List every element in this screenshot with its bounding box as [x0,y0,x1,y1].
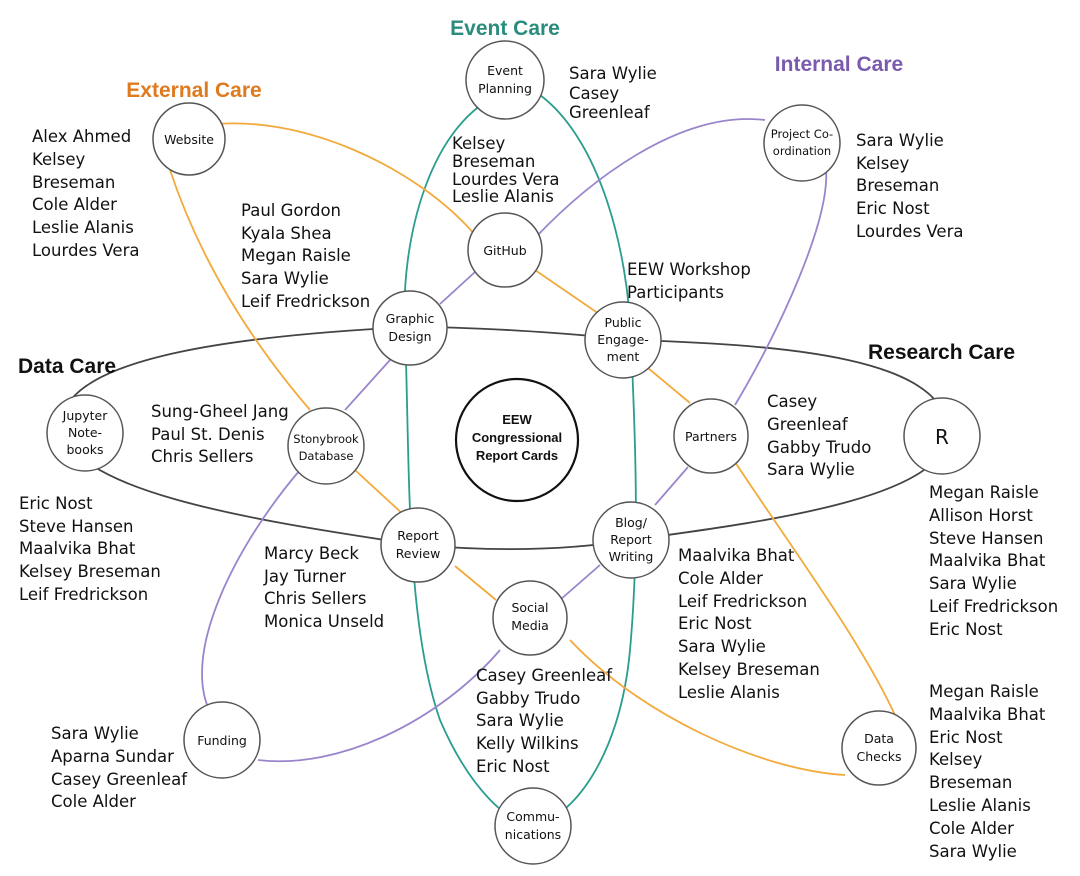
category-external-care: External Care [126,79,261,102]
node-jupyter-notebooks[interactable]: Jupyter Note- books [46,394,124,472]
svg-text:Review: Review [396,546,441,561]
people-data-checks: Megan Raisle Maalvika Bhat Eric Nost Kel… [929,682,1051,861]
svg-text:nications: nications [505,827,561,842]
node-funding[interactable]: Funding [183,701,261,779]
node-social-media[interactable]: Social Media [492,580,568,656]
center-line-2: Congressional [472,430,562,445]
node-data-checks[interactable]: Data Checks [841,710,917,786]
svg-text:Checks: Checks [857,749,902,764]
center-line-1: EEW [502,412,532,427]
svg-text:Partners: Partners [685,429,737,444]
internal-orbit [201,118,828,763]
nodes: Event Planning Website Project Co- ordin… [46,40,981,865]
center-node: EEW Congressional Report Cards [454,377,580,503]
svg-text:Note-: Note- [68,425,102,440]
svg-text:Planning: Planning [478,81,532,96]
people-project-coordination: Sara Wylie Kelsey Breseman Eric Nost Lou… [856,131,963,241]
svg-text:books: books [67,442,104,457]
category-titles: Event Care Internal Care External Care D… [18,17,1015,378]
node-github[interactable]: GitHub [467,212,543,288]
svg-text:Design: Design [388,329,431,344]
node-project-coordination[interactable]: Project Co- ordination [763,104,841,182]
people-partners: Casey Greenleaf Gabby Trudo Sara Wylie [767,392,877,479]
people-funding: Sara Wylie Aparna Sundar Casey Greenleaf… [51,724,192,811]
people-public-engagement: EEW Workshop Participants [627,260,756,302]
people-report-review: Marcy Beck Jay Turner Chris Sellers Moni… [263,544,384,631]
people-event-planning: Sara Wylie Casey Greenleaf [569,64,662,122]
node-blog-report-writing[interactable]: Blog/ Report Writing [592,501,670,579]
node-partners[interactable]: Partners [673,398,749,474]
people-graphic-design: Paul Gordon Kyala Shea Megan Raisle Sara… [241,201,370,311]
svg-text:Report: Report [397,528,439,543]
svg-text:ordination: ordination [773,144,831,158]
node-communications[interactable]: Commu- nications [494,787,572,865]
svg-text:Blog/: Blog/ [615,515,648,530]
svg-text:Event: Event [487,63,523,78]
category-research-care: Research Care [868,341,1015,364]
svg-text:ment: ment [607,349,640,364]
node-graphic-design[interactable]: Graphic Design [372,290,448,366]
svg-text:Stonybrook: Stonybrook [293,432,359,446]
svg-text:Database: Database [299,449,354,463]
node-stonybrook-database[interactable]: Stonybrook Database [287,407,365,485]
people-jupyter: Eric Nost Steve Hansen Maalvika Bhat Kel… [19,494,166,604]
node-event-planning[interactable]: Event Planning [465,40,545,120]
svg-text:R: R [935,425,949,449]
svg-text:Jupyter: Jupyter [62,408,109,423]
node-report-review[interactable]: Report Review [380,507,456,583]
svg-text:Public: Public [605,315,642,330]
category-event-care: Event Care [450,17,560,40]
center-line-3: Report Cards [476,448,558,463]
svg-text:Writing: Writing [609,549,654,564]
svg-text:Project Co-: Project Co- [771,127,833,141]
svg-text:Report: Report [610,532,652,547]
category-data-care: Data Care [18,355,116,378]
people-blog: Maalvika Bhat Cole Alder Leif Fredrickso… [678,546,825,702]
people-website: Alex Ahmed Kelsey Breseman Cole Alder Le… [32,127,139,260]
node-r[interactable]: R [903,397,981,475]
people-lists: Sara Wylie Casey Greenleaf Kelsey Bresem… [19,64,1063,861]
svg-text:GitHub: GitHub [483,243,526,258]
people-event-team: Kelsey Breseman Lourdes Vera Leslie Alan… [452,134,565,206]
svg-text:Data: Data [864,731,894,746]
svg-text:Engage-: Engage- [597,332,649,347]
people-social-media: Casey Greenleaf Gabby Trudo Sara Wylie K… [476,666,617,776]
svg-text:Media: Media [511,618,549,633]
people-stonybrook: Sung-Gheel Jang Paul St. Denis Chris Sel… [151,402,294,466]
external-orbit [169,122,896,776]
people-r: Megan Raisle Allison Horst Steve Hansen … [929,483,1063,639]
svg-text:Social: Social [511,600,548,615]
node-public-engagement[interactable]: Public Engage- ment [584,301,662,379]
category-internal-care: Internal Care [775,53,903,76]
svg-text:Graphic: Graphic [386,311,435,326]
svg-text:Website: Website [164,132,214,147]
node-website[interactable]: Website [152,102,226,176]
svg-text:Funding: Funding [197,733,247,748]
svg-text:Commu-: Commu- [506,809,559,824]
